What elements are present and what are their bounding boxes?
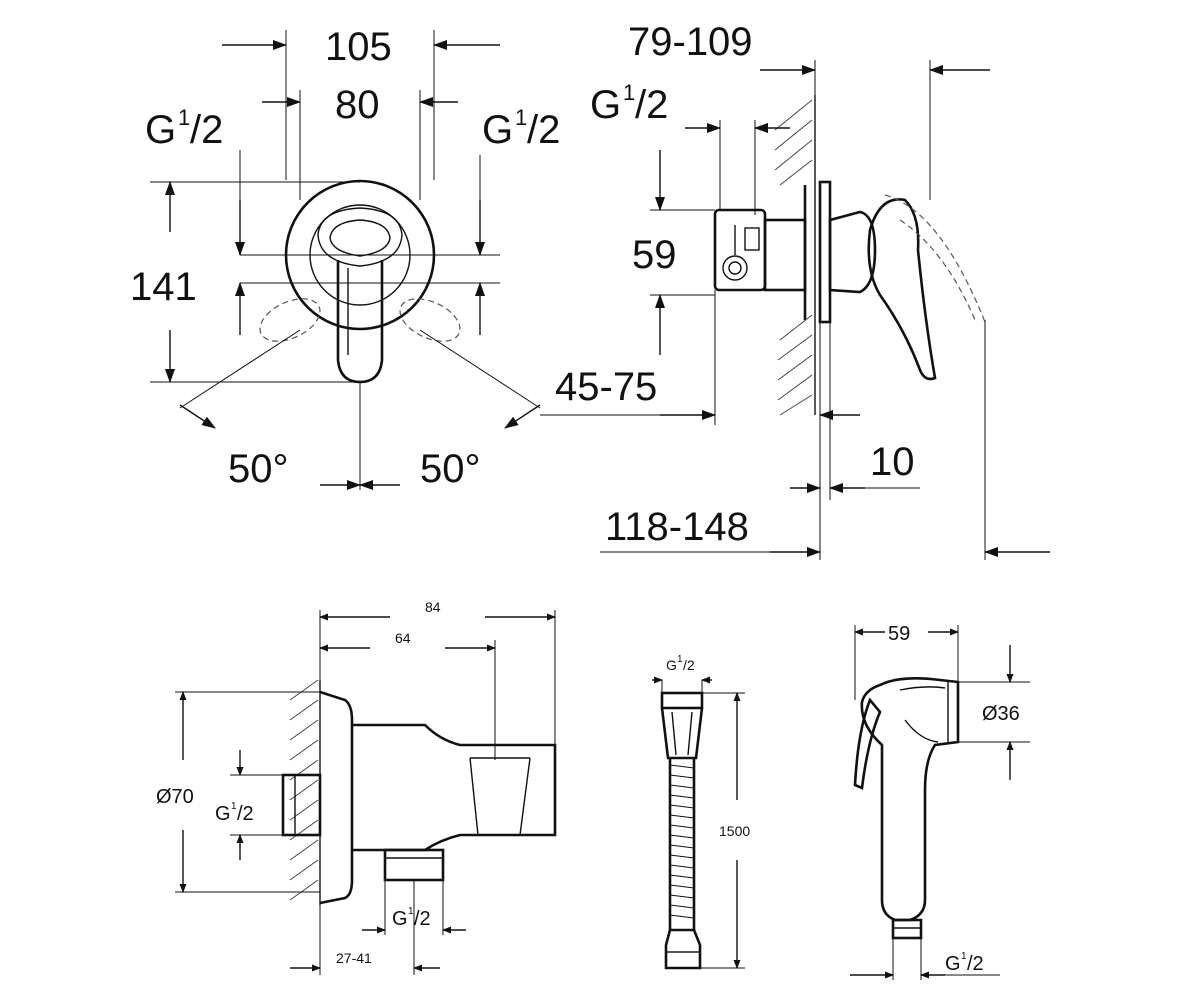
svg-text:1: 1 <box>961 951 967 962</box>
hose-bottom-nut <box>665 951 701 969</box>
svg-text:G: G <box>945 953 961 975</box>
dim-width-outer: 105 <box>325 25 392 69</box>
outlet-rosette <box>319 690 354 905</box>
label-handshower-thread: G 1 /2 <box>945 951 984 975</box>
outlet-body <box>352 723 557 852</box>
handshower-connector <box>891 918 923 940</box>
mixer-lever <box>336 260 384 384</box>
handshower-view: 59 Ø36 G 1 /2 <box>850 623 1030 980</box>
svg-text:1: 1 <box>623 80 635 105</box>
side-lever <box>867 198 937 381</box>
dim-hose-length: 1500 <box>719 823 750 839</box>
dim-outlet-inner: 64 <box>395 630 411 646</box>
svg-text:/2: /2 <box>190 108 223 152</box>
rosette-plate <box>818 180 832 324</box>
wall-outlet-view: 84 64 Ø70 G 1 /2 G 1 /2 <box>156 599 557 975</box>
svg-text:G: G <box>590 83 621 127</box>
mixer-side-view: 79-109 G 1 /2 59 45-75 10 <box>540 20 1050 560</box>
svg-text:1: 1 <box>677 654 683 665</box>
dim-angle-left: 50° <box>228 447 289 491</box>
svg-text:G: G <box>392 908 408 930</box>
dim-outlet-length: 84 <box>425 599 441 615</box>
label-hose-thread: G 1 /2 <box>666 654 695 673</box>
svg-text:G: G <box>215 803 231 825</box>
dim-plate: 10 <box>870 440 915 484</box>
lever-ghost-right <box>399 298 461 342</box>
svg-text:/2: /2 <box>967 953 984 975</box>
outlet-bottom-connector <box>383 848 445 882</box>
hose-view: G 1 /2 1500 <box>652 654 750 970</box>
label-outlet-thread-side: G 1 /2 <box>215 801 254 825</box>
svg-text:1: 1 <box>178 105 190 130</box>
svg-text:1: 1 <box>515 105 527 130</box>
dim-depth-mid: 45-75 <box>555 365 657 409</box>
svg-text:/2: /2 <box>527 108 560 152</box>
svg-text:G: G <box>482 108 513 152</box>
label-thread-right: G 1 /2 <box>482 105 560 152</box>
dim-handshower-diameter: Ø36 <box>982 703 1020 725</box>
label-thread-left: G 1 /2 <box>145 105 223 152</box>
svg-text:G: G <box>145 108 176 152</box>
handshower-head <box>860 677 960 922</box>
label-thread-side: G 1 /2 <box>590 80 668 127</box>
dim-outlet-offset: 27-41 <box>336 950 372 966</box>
dim-height: 141 <box>130 265 197 309</box>
dim-depth-top: 79-109 <box>628 20 753 64</box>
dim-depth-total: 118-148 <box>605 505 749 549</box>
svg-text:1: 1 <box>408 906 414 917</box>
svg-text:/2: /2 <box>414 908 431 930</box>
svg-text:/2: /2 <box>635 83 668 127</box>
handshower-trigger <box>853 697 882 790</box>
dim-height-side: 59 <box>632 233 677 277</box>
mixer-cap <box>317 207 403 267</box>
outlet-inlet <box>281 773 322 837</box>
svg-text:/2: /2 <box>237 803 254 825</box>
dim-outlet-diameter: Ø70 <box>156 786 194 808</box>
hose-top-nut <box>660 691 704 710</box>
label-outlet-thread-bottom: G 1 /2 <box>392 906 431 930</box>
dim-angle-right: 50° <box>420 447 481 491</box>
hose-body <box>668 758 696 930</box>
lever-ghost-left <box>259 298 321 342</box>
side-handle <box>828 210 877 294</box>
dim-handshower-length: 59 <box>888 623 910 645</box>
mixer-front-view: 105 80 G 1 /2 G 1 /2 141 <box>130 25 560 491</box>
svg-text:/2: /2 <box>683 657 695 673</box>
dim-width-inner: 80 <box>335 83 380 127</box>
svg-text:1: 1 <box>231 801 237 812</box>
svg-text:G: G <box>666 657 677 673</box>
